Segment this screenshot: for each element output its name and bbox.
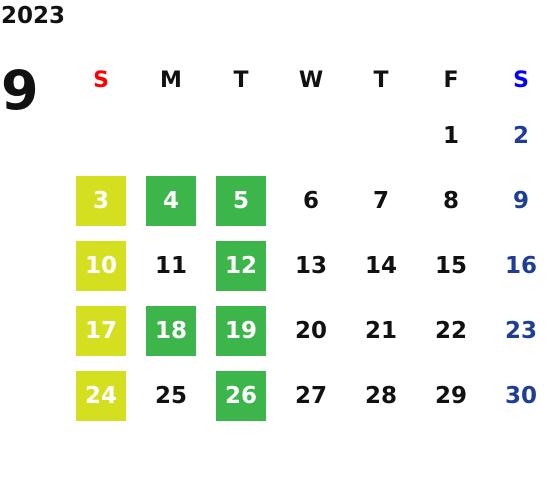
day-cell: 19	[206, 298, 276, 363]
day-cell: 3	[66, 168, 136, 233]
highlighted-day-yellow-green: 3	[76, 175, 126, 226]
day-cell-empty	[346, 103, 416, 168]
day-cell: 12	[206, 233, 276, 298]
weekday-header-tue: T	[233, 67, 249, 93]
highlighted-day-yellow-green: 17	[76, 305, 126, 356]
day-cell: 26	[206, 363, 276, 428]
highlighted-day-green: 5	[216, 175, 266, 226]
day-cell: 21	[364, 317, 397, 344]
day-cell-empty	[206, 103, 276, 168]
day-cell: 8	[442, 187, 459, 214]
day-cell-empty	[276, 103, 346, 168]
day-cell-saturday: 30	[504, 382, 537, 409]
weekday-header-mon: M	[160, 67, 182, 93]
day-cell: 15	[434, 252, 467, 279]
day-cell: 28	[364, 382, 397, 409]
day-cell-saturday: 2	[512, 122, 529, 149]
day-cell: 20	[294, 317, 327, 344]
day-cell-empty	[66, 103, 136, 168]
weekday-header-thu: T	[373, 67, 389, 93]
day-cell: 27	[294, 382, 327, 409]
highlighted-day-yellow-green: 24	[76, 370, 126, 421]
weekday-header-fri: F	[443, 67, 459, 93]
highlighted-day-green: 12	[216, 240, 266, 291]
highlighted-day-green: 19	[216, 305, 266, 356]
day-cell: 10	[66, 233, 136, 298]
day-cell: 4	[136, 168, 206, 233]
day-cell: 24	[66, 363, 136, 428]
month-number: 9	[1, 59, 39, 122]
day-cell: 29	[434, 382, 467, 409]
highlighted-day-green: 26	[216, 370, 266, 421]
day-cell: 18	[136, 298, 206, 363]
day-cell: 17	[66, 298, 136, 363]
day-cell: 7	[372, 187, 389, 214]
highlighted-day-yellow-green: 10	[76, 240, 126, 291]
day-cell: 25	[154, 382, 187, 409]
day-cell: 5	[206, 168, 276, 233]
weekday-header-wed: W	[298, 67, 324, 93]
highlighted-day-green: 18	[146, 305, 196, 356]
day-cell-empty	[136, 103, 206, 168]
day-cell: 11	[154, 252, 187, 279]
weekday-header-sun: S	[93, 67, 109, 93]
day-cell: 1	[442, 122, 459, 149]
highlighted-day-green: 4	[146, 175, 196, 226]
day-cell: 13	[294, 252, 327, 279]
calendar-grid: S M T W T F S 1 2 3 4 5 6 7 8 9 10 11 12…	[66, 57, 548, 428]
day-cell: 22	[434, 317, 467, 344]
weekday-header-sat: S	[513, 67, 529, 93]
day-cell: 14	[364, 252, 397, 279]
year-label: 2023	[1, 3, 66, 29]
day-cell: 6	[302, 187, 319, 214]
day-cell-saturday: 23	[504, 317, 537, 344]
day-cell-saturday: 9	[512, 187, 529, 214]
day-cell-saturday: 16	[504, 252, 537, 279]
